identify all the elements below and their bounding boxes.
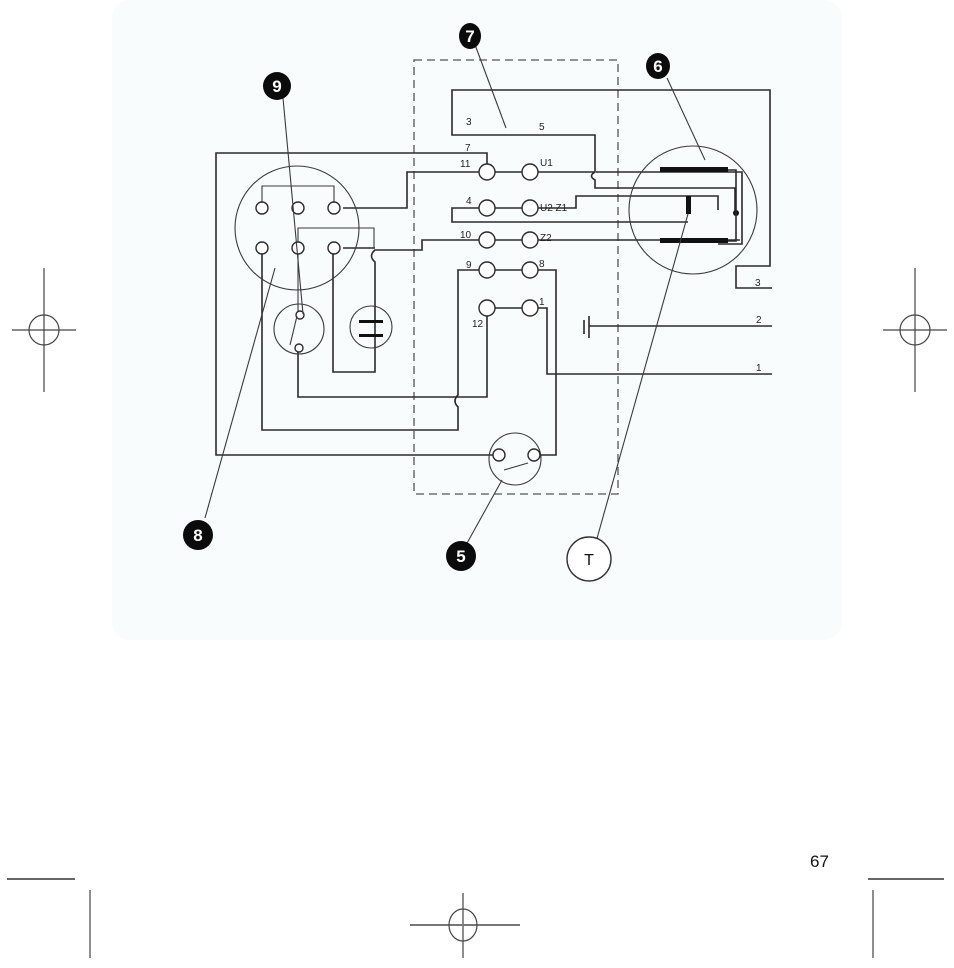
svg-text:8: 8 [193, 526, 202, 545]
label-4: 4 [466, 196, 472, 207]
svg-text:5: 5 [456, 547, 465, 566]
protector-switch-arm [503, 462, 529, 471]
label-u2-z1: U2 Z1 [540, 203, 568, 214]
label-8: 8 [539, 259, 545, 270]
ground-symbol [583, 316, 590, 338]
protector-contact-left [492, 448, 506, 462]
line-label-2: 2 [756, 315, 762, 326]
leader-5 [465, 479, 503, 546]
socket-middle-bridge [297, 227, 375, 248]
socket-pin-6 [327, 241, 341, 255]
motor-winding-center [686, 196, 691, 214]
label-5: 5 [539, 122, 545, 133]
label-3: 3 [466, 117, 472, 128]
wire-3-loop [451, 89, 772, 289]
socket-pin-4 [255, 241, 269, 255]
page-number: 67 [810, 852, 829, 871]
wire-8-to-protector [538, 269, 557, 456]
capacitor [349, 305, 393, 349]
svg-text:9: 9 [272, 77, 281, 96]
diagram-background-panel [112, 0, 842, 640]
terminal-12 [478, 299, 496, 317]
capacitor-plate-2 [359, 334, 383, 337]
wire-12-to-relay [297, 316, 488, 398]
leader-8 [204, 267, 276, 519]
terminal-z2 [521, 231, 539, 249]
terminal-9 [478, 261, 496, 279]
relay-contact-top [295, 310, 305, 320]
leader-6 [666, 77, 706, 161]
thermal-protector [488, 432, 542, 486]
thermostat-circle [566, 536, 612, 582]
capacitor-plate-1 [359, 320, 383, 323]
wire-4-loop [451, 207, 688, 223]
motor-winding-link [728, 169, 737, 242]
terminal-4 [478, 199, 496, 217]
callout-9: 9 [263, 72, 291, 100]
line-label-1: 1 [756, 363, 762, 374]
leader-9 [282, 97, 304, 315]
terminal-u1 [521, 163, 539, 181]
thermostat-label: T [584, 552, 594, 569]
label-12: 12 [472, 319, 484, 330]
line-label-3: 3 [755, 278, 761, 289]
socket-pin-2 [291, 201, 305, 215]
leader-t [595, 213, 689, 543]
label-9: 9 [466, 260, 472, 271]
wire-u2-z1-to-motor [538, 195, 719, 210]
motor-winding-top [660, 167, 728, 172]
label-u1: U1 [540, 158, 553, 169]
label-10: 10 [460, 230, 472, 241]
svg-text:7: 7 [465, 27, 474, 46]
protector-contact-right [527, 448, 541, 462]
socket-pin-3 [327, 201, 341, 215]
label-1: 1 [539, 297, 545, 308]
callout-6: 6 [646, 53, 670, 79]
socket-pin-5 [291, 241, 305, 255]
label-7: 7 [465, 143, 471, 154]
label-z2: Z2 [540, 233, 552, 244]
wire-10-to-socket [332, 239, 479, 373]
registration-mark-left [12, 268, 76, 392]
label-11: 11 [460, 159, 471, 170]
wire-11-to-relay-socket [343, 171, 479, 209]
leader-7 [473, 41, 507, 129]
wire-1-line [538, 307, 772, 375]
registration-mark-bottom [410, 893, 520, 958]
callout-5: 5 [446, 541, 476, 571]
wire-5-to-motor [451, 128, 736, 212]
terminal-1 [521, 299, 539, 317]
relay [273, 303, 325, 355]
terminal-u2-z1 [521, 199, 539, 217]
relay-contact-bottom [294, 343, 304, 353]
motor-winding-bottom [660, 238, 728, 243]
registration-mark-right [883, 268, 947, 392]
socket-pin-1 [255, 201, 269, 215]
callout-8: 8 [183, 520, 213, 550]
thermostat: T [566, 536, 612, 582]
wire-7-outer-loop [215, 152, 493, 456]
relay-switch-arm [289, 315, 298, 346]
svg-text:6: 6 [653, 57, 662, 76]
callout-7: 7 [459, 23, 481, 49]
socket-top-bridge [261, 185, 335, 208]
wire-9-loop [261, 248, 479, 431]
terminal-8 [521, 261, 539, 279]
motor [628, 145, 758, 275]
terminal-block-boundary [413, 59, 619, 495]
terminal-10 [478, 231, 496, 249]
relay-socket [234, 165, 360, 291]
crop-marks-vertical [89, 890, 874, 958]
terminal-11 [478, 163, 496, 181]
